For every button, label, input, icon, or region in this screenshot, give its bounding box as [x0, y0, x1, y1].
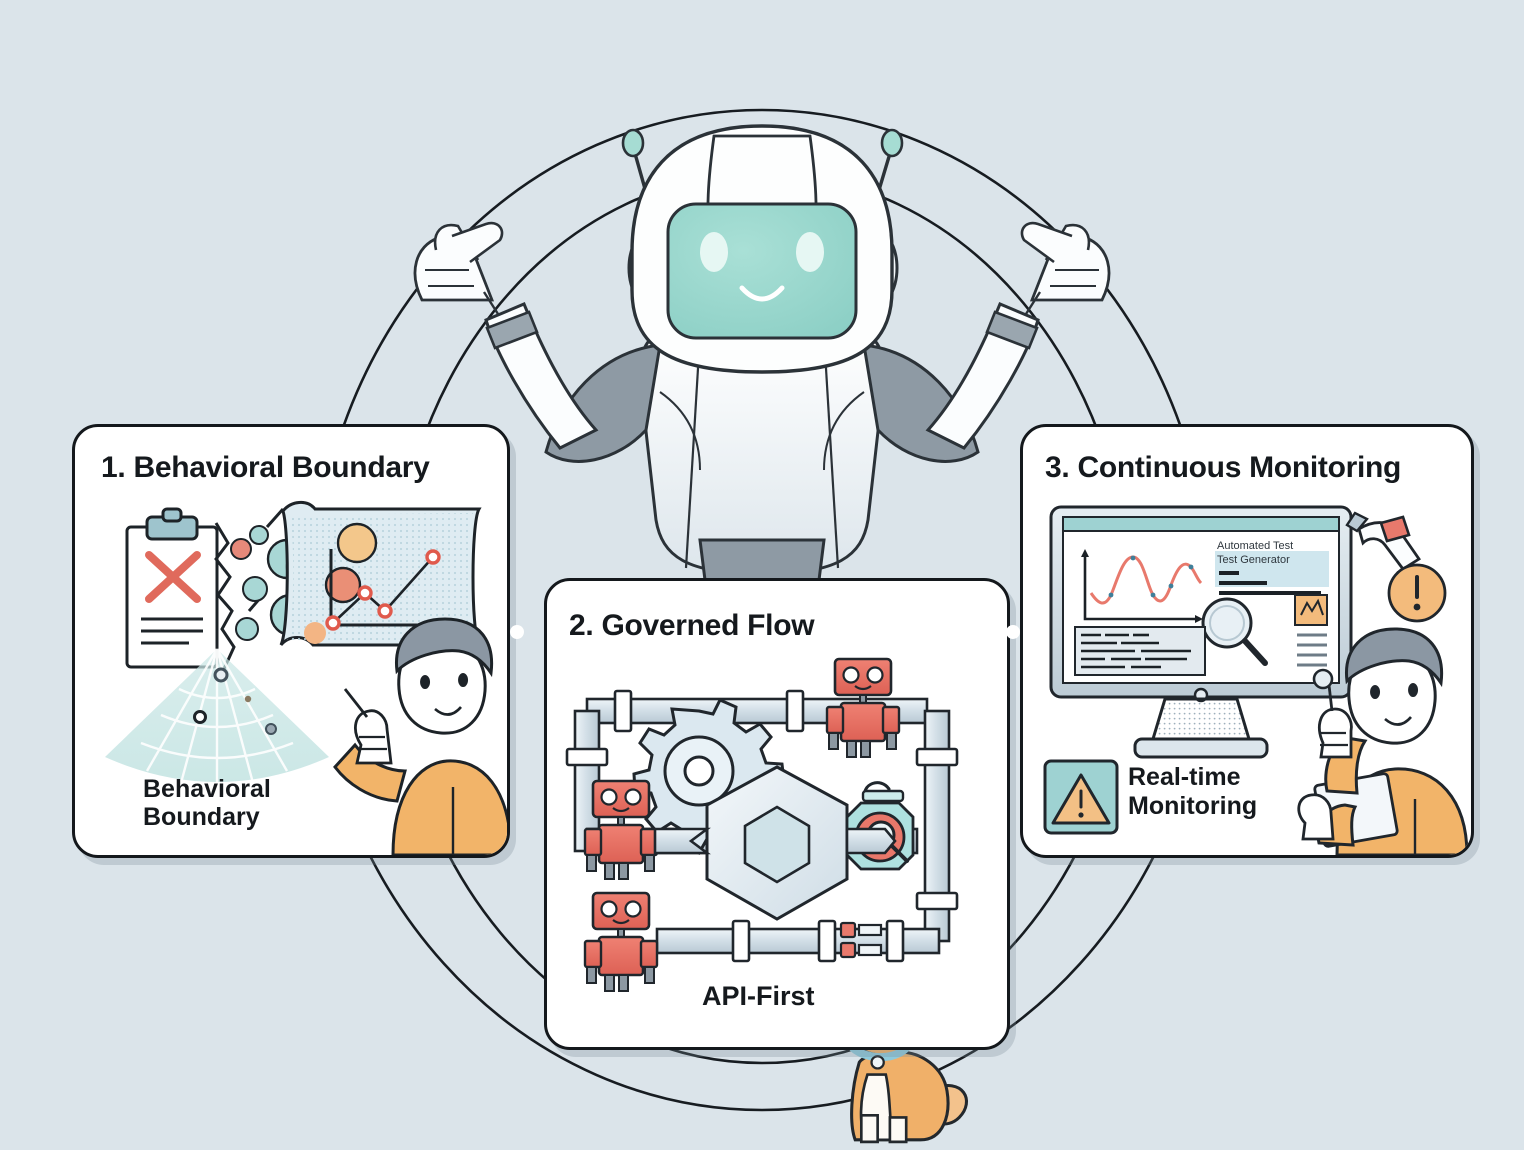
card-behavioral-boundary[interactable]: 1. Behavioral Boundary [72, 424, 510, 858]
code-tile-icon [1294, 594, 1328, 626]
card1-caption: Behavioral Boundary [143, 775, 271, 831]
screen-list-lines [1297, 633, 1327, 667]
chart-points [325, 549, 441, 631]
card3-illustration: Automated Test Test Generator [1043, 505, 1469, 855]
radar-fan-icon [105, 648, 329, 787]
robot-mascot [413, 124, 1111, 606]
robot-hand-right [1020, 221, 1111, 315]
alert-badge-icon [1387, 563, 1447, 623]
card-continuous-monitoring[interactable]: 3. Continuous Monitoring [1020, 424, 1474, 858]
chart-line [332, 556, 434, 624]
person-pointing-icon [333, 617, 507, 855]
card2-illustration [565, 657, 959, 992]
card3-caption: Real-time Monitoring [1128, 763, 1258, 820]
robot-hand-left [413, 221, 504, 315]
antenna-bulb-left [621, 128, 645, 158]
waveform-chart-icon [1081, 549, 1203, 623]
magnifier-icon [1201, 597, 1268, 666]
card2-caption: API-First [702, 981, 815, 1011]
robot-smile [739, 285, 785, 302]
robot-icon [583, 779, 659, 880]
screen-text-line2: Test Generator [1217, 554, 1290, 566]
robot-arm-icon [1345, 511, 1421, 571]
torn-edge [214, 522, 236, 670]
screen-text-block: Automated Test Test Generator [1215, 540, 1329, 595]
hexagon-node-icon [705, 765, 849, 921]
warning-triangle-icon [1043, 759, 1119, 835]
red-x-icon [145, 551, 201, 603]
robot-eye-right [796, 232, 824, 272]
robot-icon [825, 657, 901, 758]
antenna-bulb-right [880, 128, 904, 158]
connector-card2-card3 [1006, 625, 1020, 639]
robot-face-screen [666, 202, 858, 340]
clipboard-icon [125, 507, 219, 669]
person-with-tablet-icon [1297, 627, 1469, 855]
card3-title: 3. Continuous Monitoring [1045, 451, 1402, 484]
card-governed-flow[interactable]: 2. Governed Flow [544, 578, 1010, 1050]
flow-arrows [653, 827, 897, 855]
connector-card1-card2 [510, 625, 524, 639]
card1-title: 1. Behavioral Boundary [101, 451, 430, 484]
robot-icon [583, 891, 659, 992]
card1-illustration [105, 501, 507, 855]
monitor-icon: Automated Test Test Generator [1049, 505, 1353, 759]
card2-title: 2. Governed Flow [569, 609, 815, 642]
robot-eye-left [700, 232, 728, 272]
valve-icon [845, 781, 915, 871]
log-panel [1074, 626, 1206, 676]
screen-text-line1: Automated Test [1217, 540, 1293, 552]
